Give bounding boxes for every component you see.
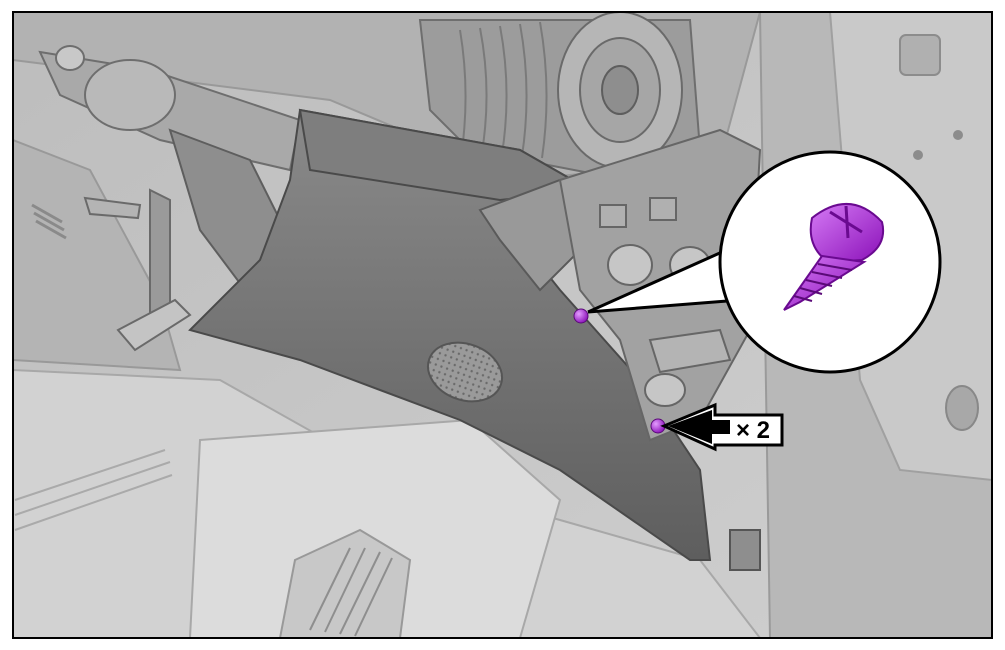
fastener-callout-bubble [718,150,942,374]
center-tunnel [188,418,562,638]
hvac-blower-unit [418,12,702,177]
floor-vent-slats [309,547,393,637]
hinge-bracket [899,34,941,76]
quantity-label: × 2 [736,417,770,444]
brake-pedal [83,188,192,352]
screw-icon [783,203,884,311]
kick-panel [13,138,182,372]
figure-frame [12,11,993,639]
speaker-grille [427,341,503,403]
pointer-arrow-icon [668,410,730,444]
fastener-location-upper [573,308,589,324]
carpet-ribs [14,449,173,531]
callout-leader [587,250,741,314]
body-bolt [913,150,923,160]
steering-column [38,45,352,352]
pillar-hole [945,385,979,431]
body-bolt [953,130,963,140]
quantity-callout: × 2 [660,402,784,452]
kick-panel-vent [31,203,67,240]
